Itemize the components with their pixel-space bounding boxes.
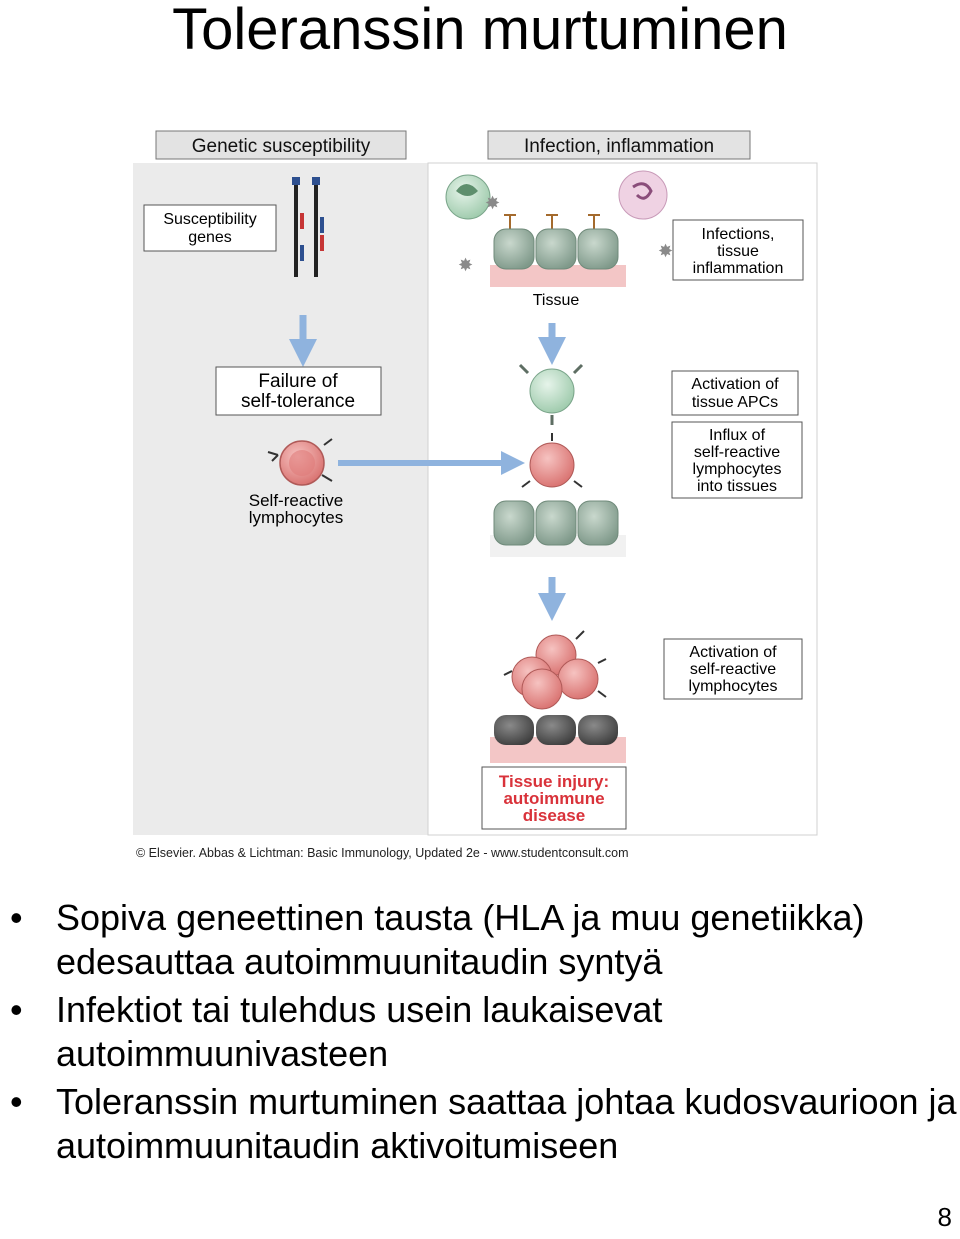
svg-text:Infection, inflammation: Infection, inflammation: [524, 136, 714, 157]
svg-text:Tissue injury:: Tissue injury:: [499, 772, 609, 791]
page-number: 8: [937, 1202, 952, 1232]
apc-icon: [518, 363, 584, 425]
bullet-icon: •: [10, 1081, 23, 1122]
svg-text:into tissues: into tissues: [697, 478, 777, 495]
svg-text:self-reactive: self-reactive: [694, 444, 780, 461]
tolerance-figure: Genetic susceptibility Infection, inflam…: [133, 130, 818, 860]
bullet-item: • Infektiot tai tulehdus usein laukaisev…: [0, 988, 960, 1076]
svg-text:Susceptibility: Susceptibility: [163, 211, 256, 228]
infections-label: Infections, tissue inflammation: [672, 219, 804, 281]
lymphocyte-icon: [521, 433, 583, 488]
figure-credit: © Elsevier. Abbas & Lichtman: Basic Immu…: [136, 846, 629, 860]
epithelium-icon: [490, 228, 626, 287]
svg-text:Self-reactive: Self-reactive: [249, 491, 343, 510]
bullet-icon: •: [10, 897, 23, 938]
epithelium-icon: [490, 500, 626, 557]
lymphocyte-cluster-icon: [503, 630, 607, 710]
self-reactive-lymphocytes-label: Self-reactive lymphocytes: [249, 491, 343, 527]
slide-title: Toleranssin murtuminen: [172, 0, 788, 62]
microbe-icon: [618, 170, 668, 220]
neutrophil-icon: [445, 174, 491, 220]
svg-text:Failure of: Failure of: [258, 371, 338, 392]
virus-icon: ✸: [485, 193, 500, 213]
activation-tissue-apcs-label: Activation of tissue APCs: [671, 370, 799, 416]
svg-text:Infections,: Infections,: [702, 226, 775, 243]
influx-label: Influx of self-reactive lymphocytes into…: [671, 421, 803, 499]
susceptibility-genes-label: Susceptibility genes: [143, 204, 277, 252]
bullet-item: • Toleranssin murtuminen saattaa johtaa …: [0, 1080, 960, 1168]
bullet-text: Sopiva geneettinen tausta (HLA ja muu ge…: [56, 897, 865, 982]
svg-text:disease: disease: [523, 806, 585, 825]
tissue-injury-label: Tissue injury: autoimmune disease: [481, 766, 627, 830]
bullet-text: Toleranssin murtuminen saattaa johtaa ku…: [56, 1081, 957, 1166]
lymphocyte-icon: [267, 438, 333, 486]
virus-icon: ✸: [458, 255, 473, 275]
virus-icon: ✸: [658, 241, 673, 261]
genetic-panel: [133, 163, 428, 835]
bullet-icon: •: [10, 989, 23, 1030]
svg-text:tissue: tissue: [717, 243, 759, 260]
bullet-list: • Sopiva geneettinen tausta (HLA ja muu …: [0, 896, 960, 1168]
svg-text:self-tolerance: self-tolerance: [241, 391, 355, 412]
infection-inflammation-header: Infection, inflammation: [487, 130, 751, 160]
svg-text:Activation of: Activation of: [689, 644, 777, 661]
svg-text:self-reactive: self-reactive: [690, 661, 776, 678]
activation-self-reactive-label: Activation of self-reactive lymphocytes: [663, 638, 803, 700]
failure-of-self-tolerance-label: Failure of self-tolerance: [215, 366, 382, 416]
svg-text:lymphocytes: lymphocytes: [249, 508, 343, 527]
svg-text:inflammation: inflammation: [693, 260, 784, 277]
svg-text:autoimmune: autoimmune: [503, 789, 604, 808]
svg-text:Influx of: Influx of: [709, 427, 766, 444]
svg-text:tissue APCs: tissue APCs: [692, 394, 778, 411]
svg-text:lymphocytes: lymphocytes: [689, 678, 778, 695]
bullet-item: • Sopiva geneettinen tausta (HLA ja muu …: [0, 896, 960, 984]
bullet-text: Infektiot tai tulehdus usein laukaisevat…: [56, 989, 663, 1074]
chromosome-icon: [292, 177, 324, 277]
tissue-label: Tissue: [533, 292, 580, 309]
svg-text:genes: genes: [188, 229, 232, 246]
svg-text:Activation of: Activation of: [691, 376, 779, 393]
damaged-tissue-icon: [490, 715, 626, 763]
svg-text:lymphocytes: lymphocytes: [693, 461, 782, 478]
svg-text:Genetic susceptibility: Genetic susceptibility: [192, 136, 371, 157]
genetic-susceptibility-header: Genetic susceptibility: [155, 130, 407, 160]
